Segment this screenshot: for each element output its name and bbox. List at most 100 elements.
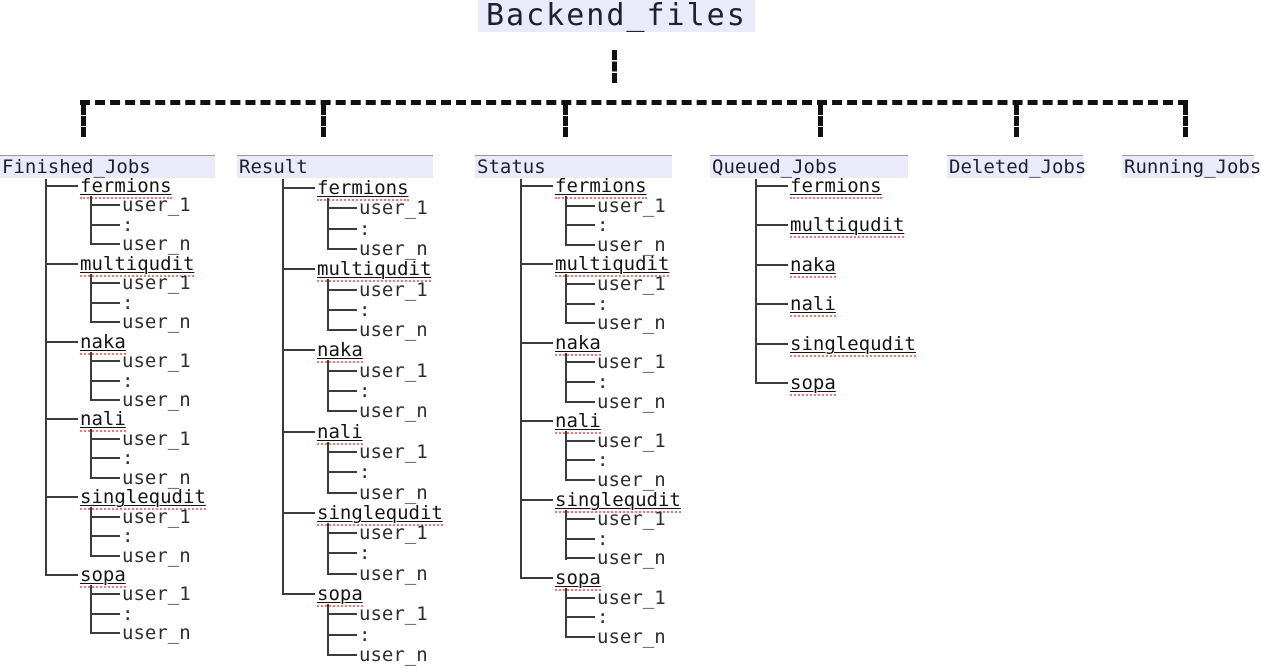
tree-node-backend: multiqudit [790, 214, 905, 238]
tree-connector-line [90, 613, 120, 615]
tree-connector-line [45, 179, 47, 576]
tree-connector-line [327, 523, 329, 575]
tree-connector-line [90, 321, 120, 323]
tree-connector-line [45, 185, 78, 187]
tree-connector-line [755, 343, 788, 345]
column-header-running_jobs: Running_Jobs [1122, 155, 1261, 178]
tree-connector-line [90, 380, 120, 382]
tree-connector-line [565, 518, 595, 520]
tree-connector-line [520, 420, 553, 422]
tree-node-user: : [359, 461, 371, 483]
column-header-result: Result [237, 155, 433, 178]
tree-connector-line [90, 243, 120, 245]
tree-connector-line [565, 224, 595, 226]
tree-connector-line [565, 636, 595, 638]
tree-node-backend: naka [317, 339, 363, 363]
tree-connector-line [327, 207, 357, 209]
tree-connector-line [565, 353, 567, 403]
tree-connector-line [327, 390, 357, 392]
tree-connector-line [327, 228, 357, 230]
backend-folder-label: sopa [555, 567, 601, 591]
tree-node-user: user_n [122, 467, 191, 489]
tree-node-user: : [359, 542, 371, 564]
tree-node-backend: sopa [80, 564, 126, 588]
tree-connector-line [520, 263, 553, 265]
tree-connector-line [327, 442, 329, 494]
tree-node-user: : [597, 449, 609, 471]
tree-connector-line [327, 329, 357, 331]
tree-connector-line [282, 187, 315, 189]
tree-node-backend: nali [317, 421, 363, 445]
tree-node-backend: fermions [317, 177, 409, 201]
tree-connector-line [565, 588, 567, 638]
backend-folder-label: nali [790, 293, 836, 317]
backend-folder-label: fermions [790, 175, 882, 199]
tree-node-backend: singlequdit [790, 333, 916, 357]
tree-node-user: : [122, 370, 134, 392]
tree-node-backend: fermions [80, 175, 172, 199]
tree-connector-line [90, 204, 120, 206]
backend-folder-label: naka [317, 339, 363, 363]
tree-connector-line [565, 616, 595, 618]
title-drop-line [612, 50, 617, 83]
branch-bus-line [80, 100, 1188, 105]
tree-connector-line [565, 361, 595, 363]
tree-node-backend: singlequdit [555, 489, 681, 513]
tree-connector-line [90, 196, 92, 245]
tree-node-user: : [359, 624, 371, 646]
backend-folder-label: multiqudit [790, 214, 905, 238]
tree-connector-line [755, 303, 788, 305]
tree-node-user: user_1 [597, 195, 666, 217]
tree-node-user: user_1 [122, 272, 191, 294]
tree-connector-line [520, 179, 522, 579]
tree-node-user: user_1 [597, 273, 666, 295]
tree-node-backend: fermions [790, 175, 882, 199]
column-header-deleted_jobs: Deleted_Jobs [947, 155, 1087, 178]
tree-node-backend: naka [555, 332, 601, 356]
tree-node-user: : [597, 371, 609, 393]
tree-connector-line [565, 431, 567, 481]
tree-node-user: user_1 [597, 508, 666, 530]
tree-connector-line [520, 342, 553, 344]
backend-folder-label: naka [80, 331, 126, 355]
backend-folder-label: sopa [790, 372, 836, 396]
tree-node-user: : [122, 447, 134, 469]
tree-node-user: user_1 [597, 587, 666, 609]
tree-node-backend: nali [80, 408, 126, 432]
tree-connector-line [327, 634, 357, 636]
tree-node-user: user_1 [359, 360, 428, 382]
tree-connector-line [327, 451, 357, 453]
tree-connector-line [282, 179, 284, 595]
tree-connector-line [90, 516, 120, 518]
tree-connector-line [755, 179, 757, 384]
tree-connector-line [565, 244, 595, 246]
tree-node-user: : [597, 606, 609, 628]
tree-connector-line [327, 198, 329, 250]
tree-connector-line [90, 632, 120, 634]
tree-connector-line [282, 431, 315, 433]
tree-node-user: : [359, 218, 371, 240]
tree-connector-line [90, 429, 92, 478]
tree-node-backend: sopa [317, 583, 363, 607]
tree-node-user: user_1 [122, 506, 191, 528]
branch-drop-line [1183, 105, 1188, 137]
tree-node-backend: multiqudit [317, 258, 432, 282]
tree-connector-line [565, 274, 567, 324]
tree-connector-line [565, 510, 567, 560]
tree-connector-line [755, 224, 788, 226]
tree-connector-line [755, 264, 788, 266]
backend-folder-label: sopa [317, 583, 363, 607]
tree-node-backend: naka [80, 331, 126, 355]
tree-node-user: user_n [597, 234, 666, 256]
tree-connector-line [520, 577, 553, 579]
tree-connector-line [565, 381, 595, 383]
tree-node-user: user_1 [359, 279, 428, 301]
backend-folder-label: naka [790, 254, 836, 278]
tree-node-user: user_1 [359, 197, 428, 219]
tree-connector-line [327, 552, 357, 554]
backend-folder-label: nali [555, 410, 601, 434]
tree-node-backend: nali [555, 410, 601, 434]
tree-node-user: user_n [122, 233, 191, 255]
backend-folder-label: sopa [80, 564, 126, 588]
backend-folder-label: singlequdit [555, 489, 681, 513]
